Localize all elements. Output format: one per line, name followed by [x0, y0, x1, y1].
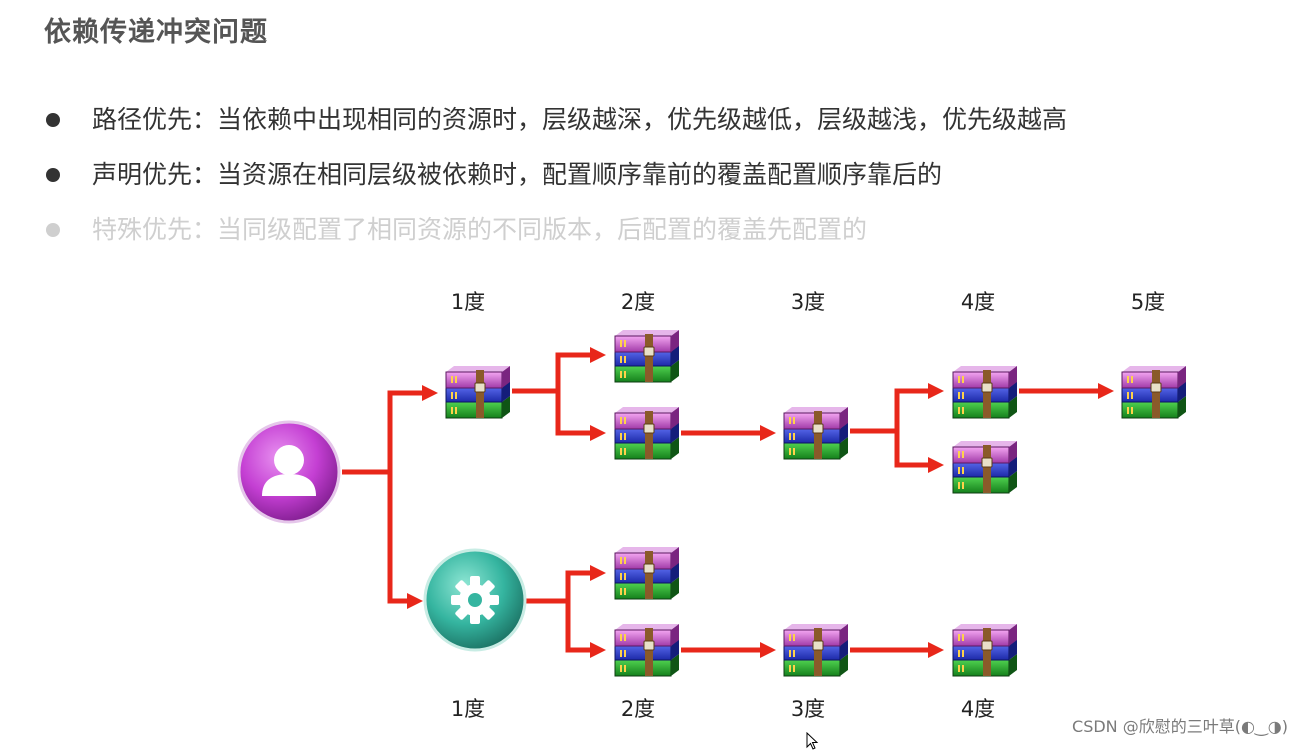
archive-stack-icon	[614, 329, 680, 383]
user-icon	[262, 445, 316, 496]
csdn-watermark: CSDN @欣慰的三叶草(◐‿◑)	[1072, 717, 1288, 736]
degree-label: 1度	[451, 697, 485, 721]
arrowhead-icon	[760, 642, 776, 658]
degree-label: 5度	[1131, 290, 1165, 314]
bullet-dot-icon	[46, 168, 60, 182]
arrowhead-icon	[590, 347, 606, 363]
connector-line	[850, 388, 932, 434]
archive-stack-icon	[952, 440, 1018, 494]
degree-label: 3度	[791, 290, 825, 314]
rule-text: 特殊优先：当同级配置了相同资源的不同版本，后配置的覆盖先配置的	[92, 215, 868, 244]
rule-special-priority: 特殊优先：当同级配置了相同资源的不同版本，后配置的覆盖先配置的	[40, 210, 1067, 265]
connector-line	[894, 431, 932, 468]
connector-line	[342, 390, 426, 475]
archive-stack-icon	[783, 406, 849, 460]
bullet-dot-icon	[46, 223, 60, 237]
top-degree-labels: 1度 2度 3度 4度 5度	[451, 290, 1165, 314]
arrowhead-icon	[928, 383, 944, 399]
archive-stack-icon	[952, 365, 1018, 419]
rule-text: 声明优先：当资源在相同层级被依赖时，配置顺序靠前的覆盖配置顺序靠后的	[92, 160, 943, 189]
bullet-dot-icon	[46, 113, 60, 127]
arrowhead-icon	[928, 457, 944, 473]
connector-line	[526, 570, 594, 604]
arrowhead-icon	[928, 642, 944, 658]
connector-line	[512, 352, 594, 394]
mouse-cursor-icon	[806, 732, 819, 750]
module-node	[423, 548, 527, 652]
archive-stack-icon	[445, 365, 511, 419]
degree-label: 1度	[451, 290, 485, 314]
degree-label: 4度	[961, 697, 995, 721]
degree-label: 2度	[621, 697, 655, 721]
arrowhead-icon	[760, 425, 776, 441]
connector-line	[387, 472, 411, 604]
rule-text: 路径优先：当依赖中出现相同的资源时，层级越深，优先级越低，层级越浅，优先级越高	[92, 105, 1068, 134]
root-node	[237, 420, 341, 524]
rule-list: 路径优先：当依赖中出现相同的资源时，层级越深，优先级越低，层级越浅，优先级越高 …	[40, 100, 1067, 265]
connector-line	[565, 601, 594, 653]
degree-label: 2度	[621, 290, 655, 314]
gear-icon	[451, 576, 499, 624]
arrowhead-icon	[590, 565, 606, 581]
arrowhead-icon	[590, 425, 606, 441]
archive-stack-icon	[1121, 365, 1187, 419]
connector-line	[555, 391, 594, 436]
arrowhead-icon	[590, 642, 606, 658]
archive-stack-icon	[614, 623, 680, 677]
archive-stack-icon	[783, 623, 849, 677]
arrowhead-icon	[1098, 383, 1114, 399]
archive-stack-icon	[614, 406, 680, 460]
degree-label: 4度	[961, 290, 995, 314]
degree-label: 3度	[791, 697, 825, 721]
arrowhead-icon	[407, 593, 423, 609]
archive-stack-icon	[614, 546, 680, 600]
arrowhead-icon	[422, 385, 438, 401]
page-title: 依赖传递冲突问题	[44, 17, 268, 48]
bottom-degree-labels: 1度 2度 3度 4度	[451, 697, 995, 721]
rule-path-priority: 路径优先：当依赖中出现相同的资源时，层级越深，优先级越低，层级越浅，优先级越高	[40, 100, 1067, 155]
rule-declaration-priority: 声明优先：当资源在相同层级被依赖时，配置顺序靠前的覆盖配置顺序靠后的	[40, 155, 1067, 210]
arrowheads	[407, 347, 1114, 658]
connector-lines	[342, 352, 1102, 653]
archive-stack-icon	[952, 623, 1018, 677]
